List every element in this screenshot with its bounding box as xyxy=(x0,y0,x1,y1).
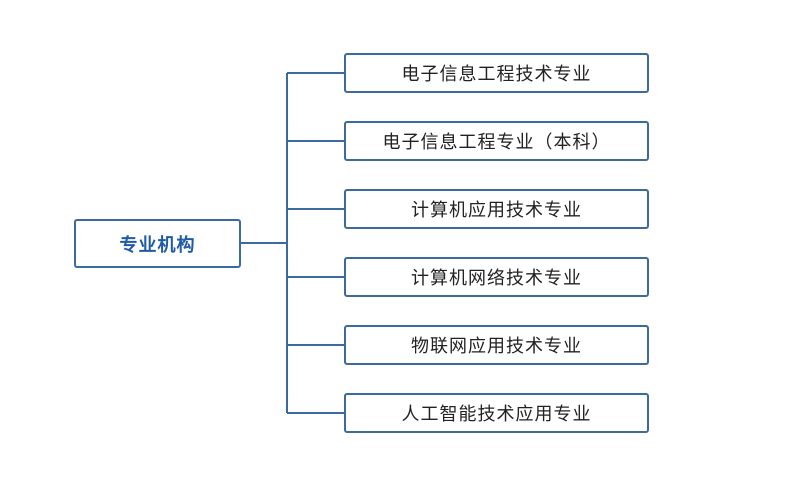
child-node-computer-network-tech: 计算机网络技术专业 xyxy=(344,257,649,297)
child-node-computer-application-tech: 计算机应用技术专业 xyxy=(344,189,649,229)
child-node-electronic-info-eng-tech: 电子信息工程技术专业 xyxy=(344,53,649,93)
child-node-label: 电子信息工程技术专业 xyxy=(401,64,592,85)
root-node: 专业机构 xyxy=(74,219,241,268)
child-node-label: 计算机网络技术专业 xyxy=(411,268,582,289)
child-node-label: 电子信息工程专业（本科） xyxy=(382,132,611,153)
child-node-iot-application-tech: 物联网应用技术专业 xyxy=(344,325,649,365)
child-node-label: 物联网应用技术专业 xyxy=(411,336,582,357)
child-node-ai-tech-application: 人工智能技术应用专业 xyxy=(344,393,649,433)
child-node-electronic-info-eng-undergrad: 电子信息工程专业（本科） xyxy=(344,121,649,161)
child-node-label: 计算机应用技术专业 xyxy=(411,200,582,221)
root-node-label: 专业机构 xyxy=(119,234,196,256)
child-node-label: 人工智能技术应用专业 xyxy=(401,404,592,425)
